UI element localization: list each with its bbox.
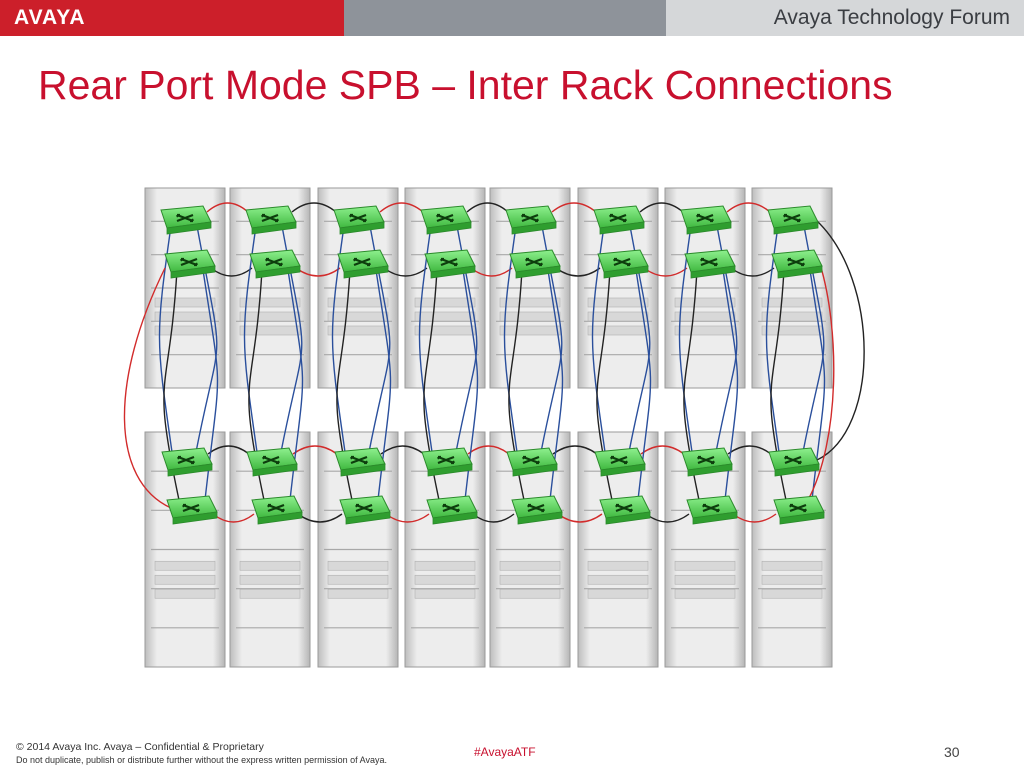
link-line — [123, 267, 172, 509]
link-line — [418, 225, 433, 453]
link-line — [628, 225, 651, 453]
link-line — [243, 225, 258, 453]
racks-layer — [144, 187, 833, 668]
link-line — [540, 225, 563, 453]
network-switch-icon — [773, 495, 825, 525]
link-line — [635, 269, 652, 501]
link-line — [368, 225, 391, 453]
link-line — [207, 445, 250, 455]
network-switch-icon — [505, 205, 557, 235]
link-line — [807, 263, 835, 501]
network-switch-icon — [511, 495, 563, 525]
link-line — [640, 445, 685, 455]
copyright-text: © 2014 Avaya Inc. Avaya – Confidential &… — [16, 741, 264, 753]
network-switch-icon — [245, 205, 297, 235]
link-line — [815, 219, 865, 461]
link-line — [379, 202, 424, 213]
link-line — [291, 202, 337, 213]
switches-layer — [160, 205, 825, 525]
network-switch-icon — [334, 447, 386, 477]
link-line — [547, 269, 564, 501]
link-line — [202, 269, 219, 501]
link-line — [715, 225, 738, 453]
network-switch-icon — [251, 495, 303, 525]
network-switch-icon — [337, 249, 389, 279]
network-switch-icon — [426, 495, 478, 525]
network-switch-icon — [164, 249, 216, 279]
network-switch-icon — [424, 249, 476, 279]
link-line — [195, 225, 218, 453]
link-line — [287, 269, 304, 501]
network-switch-icon — [684, 249, 736, 279]
server-rack-icon — [577, 187, 659, 389]
link-line — [503, 225, 518, 453]
forum-name: Avaya Technology Forum — [773, 6, 1010, 29]
link-line — [722, 269, 739, 501]
network-switch-icon — [506, 447, 558, 477]
link-line — [765, 225, 780, 453]
link-line — [639, 202, 684, 213]
network-switch-icon — [246, 447, 298, 477]
link-line — [678, 225, 693, 453]
network-switch-icon — [421, 447, 473, 477]
link-line — [331, 225, 346, 453]
header-gray-segment — [344, 0, 666, 36]
slide-title: Rear Port Mode SPB – Inter Rack Connecti… — [38, 62, 893, 108]
link-line — [375, 269, 392, 501]
link-line — [809, 269, 826, 501]
link-line — [158, 225, 173, 453]
link-line — [802, 225, 825, 453]
network-switch-icon — [599, 495, 651, 525]
server-rack-icon — [489, 431, 571, 668]
network-switch-icon — [333, 205, 385, 235]
server-rack-icon — [229, 431, 311, 668]
header-light-segment — [666, 0, 1024, 36]
network-switch-icon — [166, 495, 218, 525]
network-switch-icon — [509, 249, 561, 279]
footer-legal: © 2014 Avaya Inc. Avaya – Confidential &… — [16, 741, 387, 767]
network-switch-icon — [339, 495, 391, 525]
network-switch-icon — [767, 205, 819, 235]
network-switch-icon — [249, 249, 301, 279]
link-line — [467, 445, 510, 455]
network-switch-icon — [681, 447, 733, 477]
header-red-segment — [0, 0, 344, 36]
network-switch-icon — [594, 447, 646, 477]
network-switch-icon — [161, 447, 213, 477]
link-line — [726, 202, 771, 213]
link-line — [206, 202, 249, 213]
network-switch-icon — [597, 249, 649, 279]
network-switch-icon — [160, 205, 212, 235]
link-line — [280, 225, 303, 453]
network-switch-icon — [680, 205, 732, 235]
link-line — [591, 225, 606, 453]
hashtag-text: #AvayaATF — [474, 745, 536, 759]
link-line — [727, 445, 772, 455]
link-line — [466, 202, 509, 213]
page-number: 30 — [944, 744, 960, 760]
link-line — [455, 225, 478, 453]
network-switch-icon — [686, 495, 738, 525]
link-line — [552, 445, 598, 455]
network-switch-icon — [768, 447, 820, 477]
network-switch-icon — [593, 205, 645, 235]
server-rack-icon — [404, 187, 486, 389]
avaya-logo: AVAYA — [14, 6, 86, 29]
links-layer — [123, 202, 865, 523]
link-line — [462, 269, 479, 501]
link-line — [292, 445, 338, 455]
disclaimer-text: Do not duplicate, publish or distribute … — [16, 755, 388, 765]
header-bar: AVAYA Avaya Technology Forum — [0, 0, 1024, 36]
server-rack-icon — [317, 187, 399, 389]
link-line — [380, 445, 425, 455]
network-switch-icon — [420, 205, 472, 235]
rack-diagram — [123, 187, 865, 668]
link-line — [551, 202, 597, 213]
network-switch-icon — [771, 249, 823, 279]
